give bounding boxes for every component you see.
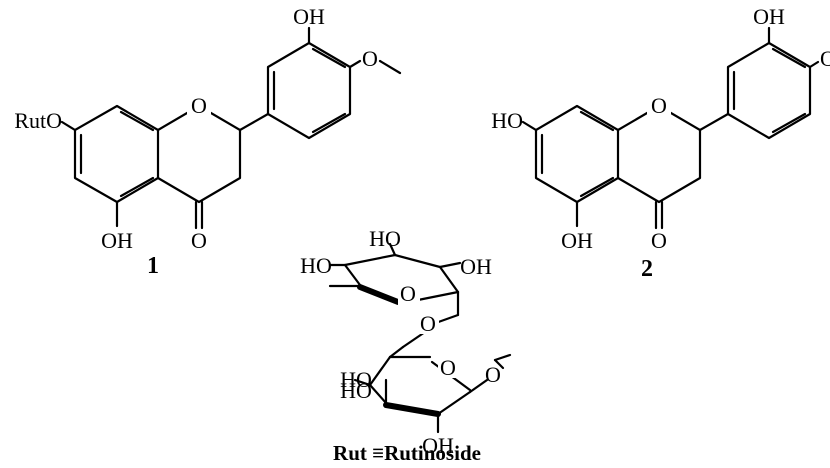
- compound-2-number: 2: [641, 256, 653, 282]
- compound-1-oh-5-label: OH: [101, 228, 133, 253]
- compound-1-ring-c: [156, 104, 242, 204]
- glycosidic-link-oxygen: O: [420, 311, 436, 336]
- rhamnose-oh-right-label: OH: [460, 254, 492, 279]
- glucose-anomeric-oxygen: O: [485, 362, 501, 387]
- rutinoside: HO HO OH O O O HO HO OH O Rut ≡Rutinosid…: [300, 226, 512, 465]
- compound-1-oh-3p-label: OH: [293, 4, 325, 29]
- compound-2-ome-o-label: O: [820, 46, 830, 71]
- compound-2-ho-7-label: HO: [491, 108, 523, 133]
- compound-1-rut-o-label: RutO: [14, 108, 62, 133]
- compound-1: O RutO OH O OH O 1: [14, 4, 402, 279]
- compound-2-oh-3p-label: OH: [753, 4, 785, 29]
- compound-2-ring-b: [726, 41, 812, 140]
- glucose-ho-a-label: HO: [340, 367, 372, 392]
- compound-1-ring-oxygen: O: [191, 93, 207, 118]
- compound-2-ring-c: [616, 104, 702, 204]
- glucose-ho-b-label: HO: [340, 378, 372, 403]
- compound-1-ring-a: [73, 104, 160, 204]
- compound-1-number: 1: [147, 253, 159, 279]
- rhamnose-ring: [328, 242, 462, 317]
- rhamnose-ho-top-label: HO: [369, 226, 401, 251]
- compound-2: O HO OH O OH O 2: [491, 4, 830, 282]
- compound-2-ring-a: [534, 104, 620, 204]
- compound-2-oh-5-label: OH: [561, 228, 593, 253]
- rhamnose-ring-oxygen: O: [400, 281, 416, 306]
- compound-1-ring-b: [266, 41, 352, 140]
- compound-2-carbonyl-o-label: O: [651, 228, 667, 253]
- glucose-ring-oxygen: O: [440, 355, 456, 380]
- compound-2-ring-oxygen: O: [651, 93, 667, 118]
- rhamnose-ho-left-label: HO: [300, 253, 332, 278]
- glucose-oh-bottom-label: OH: [422, 433, 454, 458]
- rutinoside-caption: Rut ≡Rutinoside: [333, 441, 481, 465]
- compound-1-carbonyl-o-label: O: [191, 228, 207, 253]
- compound-1-ome-o-label: O: [362, 46, 378, 71]
